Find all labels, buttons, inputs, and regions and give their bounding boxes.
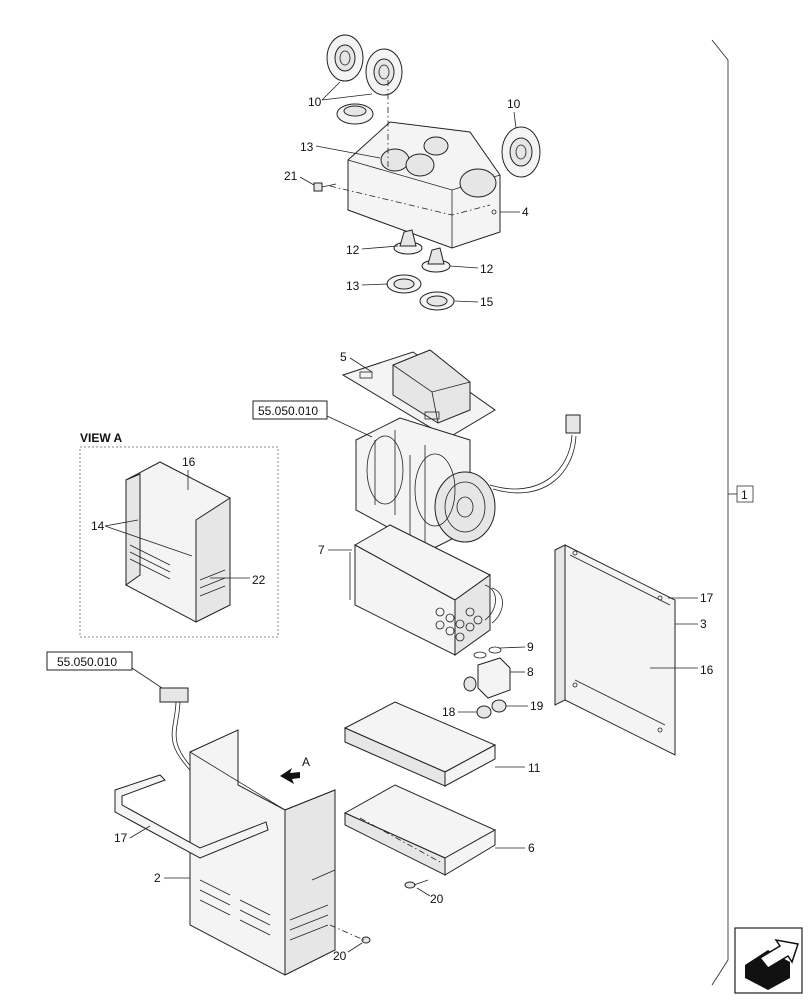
callout-9: 9	[527, 640, 534, 654]
seal-17-left	[114, 774, 269, 859]
view-a-title: VIEW A	[80, 431, 123, 445]
callout-16b: 16	[182, 455, 196, 469]
callout-17a: 17	[114, 831, 128, 845]
callout-3: 3	[700, 617, 707, 631]
blower-assembly	[355, 414, 581, 551]
callout-20a: 20	[430, 892, 444, 906]
view-a-frame	[79, 446, 279, 638]
callout-16a: 16	[700, 663, 714, 677]
vent-10-right	[501, 126, 541, 178]
caps-18-19	[476, 699, 507, 719]
callout-10b: 10	[507, 97, 521, 111]
callout-11: 11	[528, 761, 541, 775]
ring-13-bottom	[386, 274, 422, 294]
screw-20-left	[329, 924, 371, 944]
callout-19: 19	[530, 699, 544, 713]
view-a-housing	[125, 461, 231, 623]
callout-15: 15	[480, 295, 494, 309]
vent-10-left	[326, 34, 364, 82]
connector-harness	[159, 687, 195, 771]
ref-box-bottom	[46, 651, 133, 671]
callout-1: 1	[741, 488, 748, 502]
cover-plate-5	[341, 349, 496, 439]
callout-13b: 13	[346, 279, 360, 293]
group-bracket	[711, 39, 729, 986]
callout-22: 22	[252, 573, 266, 587]
callout-14: 14	[91, 519, 105, 533]
ref-bottom: 55.050.010	[57, 655, 117, 669]
callout-17b: 17	[700, 591, 714, 605]
callout-12b: 12	[480, 262, 494, 276]
knob-12-right	[421, 247, 451, 273]
knob-12-left	[393, 229, 423, 255]
bolt-21	[313, 182, 337, 192]
callout-10a: 10	[308, 95, 322, 109]
next-page-arrow-icon[interactable]	[734, 927, 803, 994]
heater-core-7	[349, 524, 503, 656]
callout-12a: 12	[346, 243, 360, 257]
view-a-arrow	[280, 768, 300, 784]
callout-5: 5	[340, 350, 347, 364]
ref-top: 55.050.010	[258, 404, 318, 418]
back-panel-3	[554, 544, 676, 756]
tray-6	[343, 784, 497, 876]
callout-20b: 20	[333, 949, 347, 963]
screw-20-right	[404, 879, 429, 889]
callout-8: 8	[527, 665, 534, 679]
callout-6: 6	[528, 841, 535, 855]
valve-8	[463, 646, 511, 699]
callout-2: 2	[154, 871, 161, 885]
vent-10-middle	[365, 48, 403, 96]
housing-2	[189, 729, 336, 976]
callout-18: 18	[442, 705, 456, 719]
ref-box-top	[252, 400, 328, 420]
view-a-arrow-label: A	[302, 755, 310, 769]
callout-21: 21	[284, 169, 298, 183]
callout-7: 7	[318, 543, 325, 557]
air-box-assembly	[313, 34, 541, 311]
ring-15	[419, 291, 455, 311]
callout-13a: 13	[300, 140, 314, 154]
ring-13-top	[336, 103, 374, 125]
filter-11	[343, 701, 497, 787]
callout-4: 4	[522, 205, 529, 219]
